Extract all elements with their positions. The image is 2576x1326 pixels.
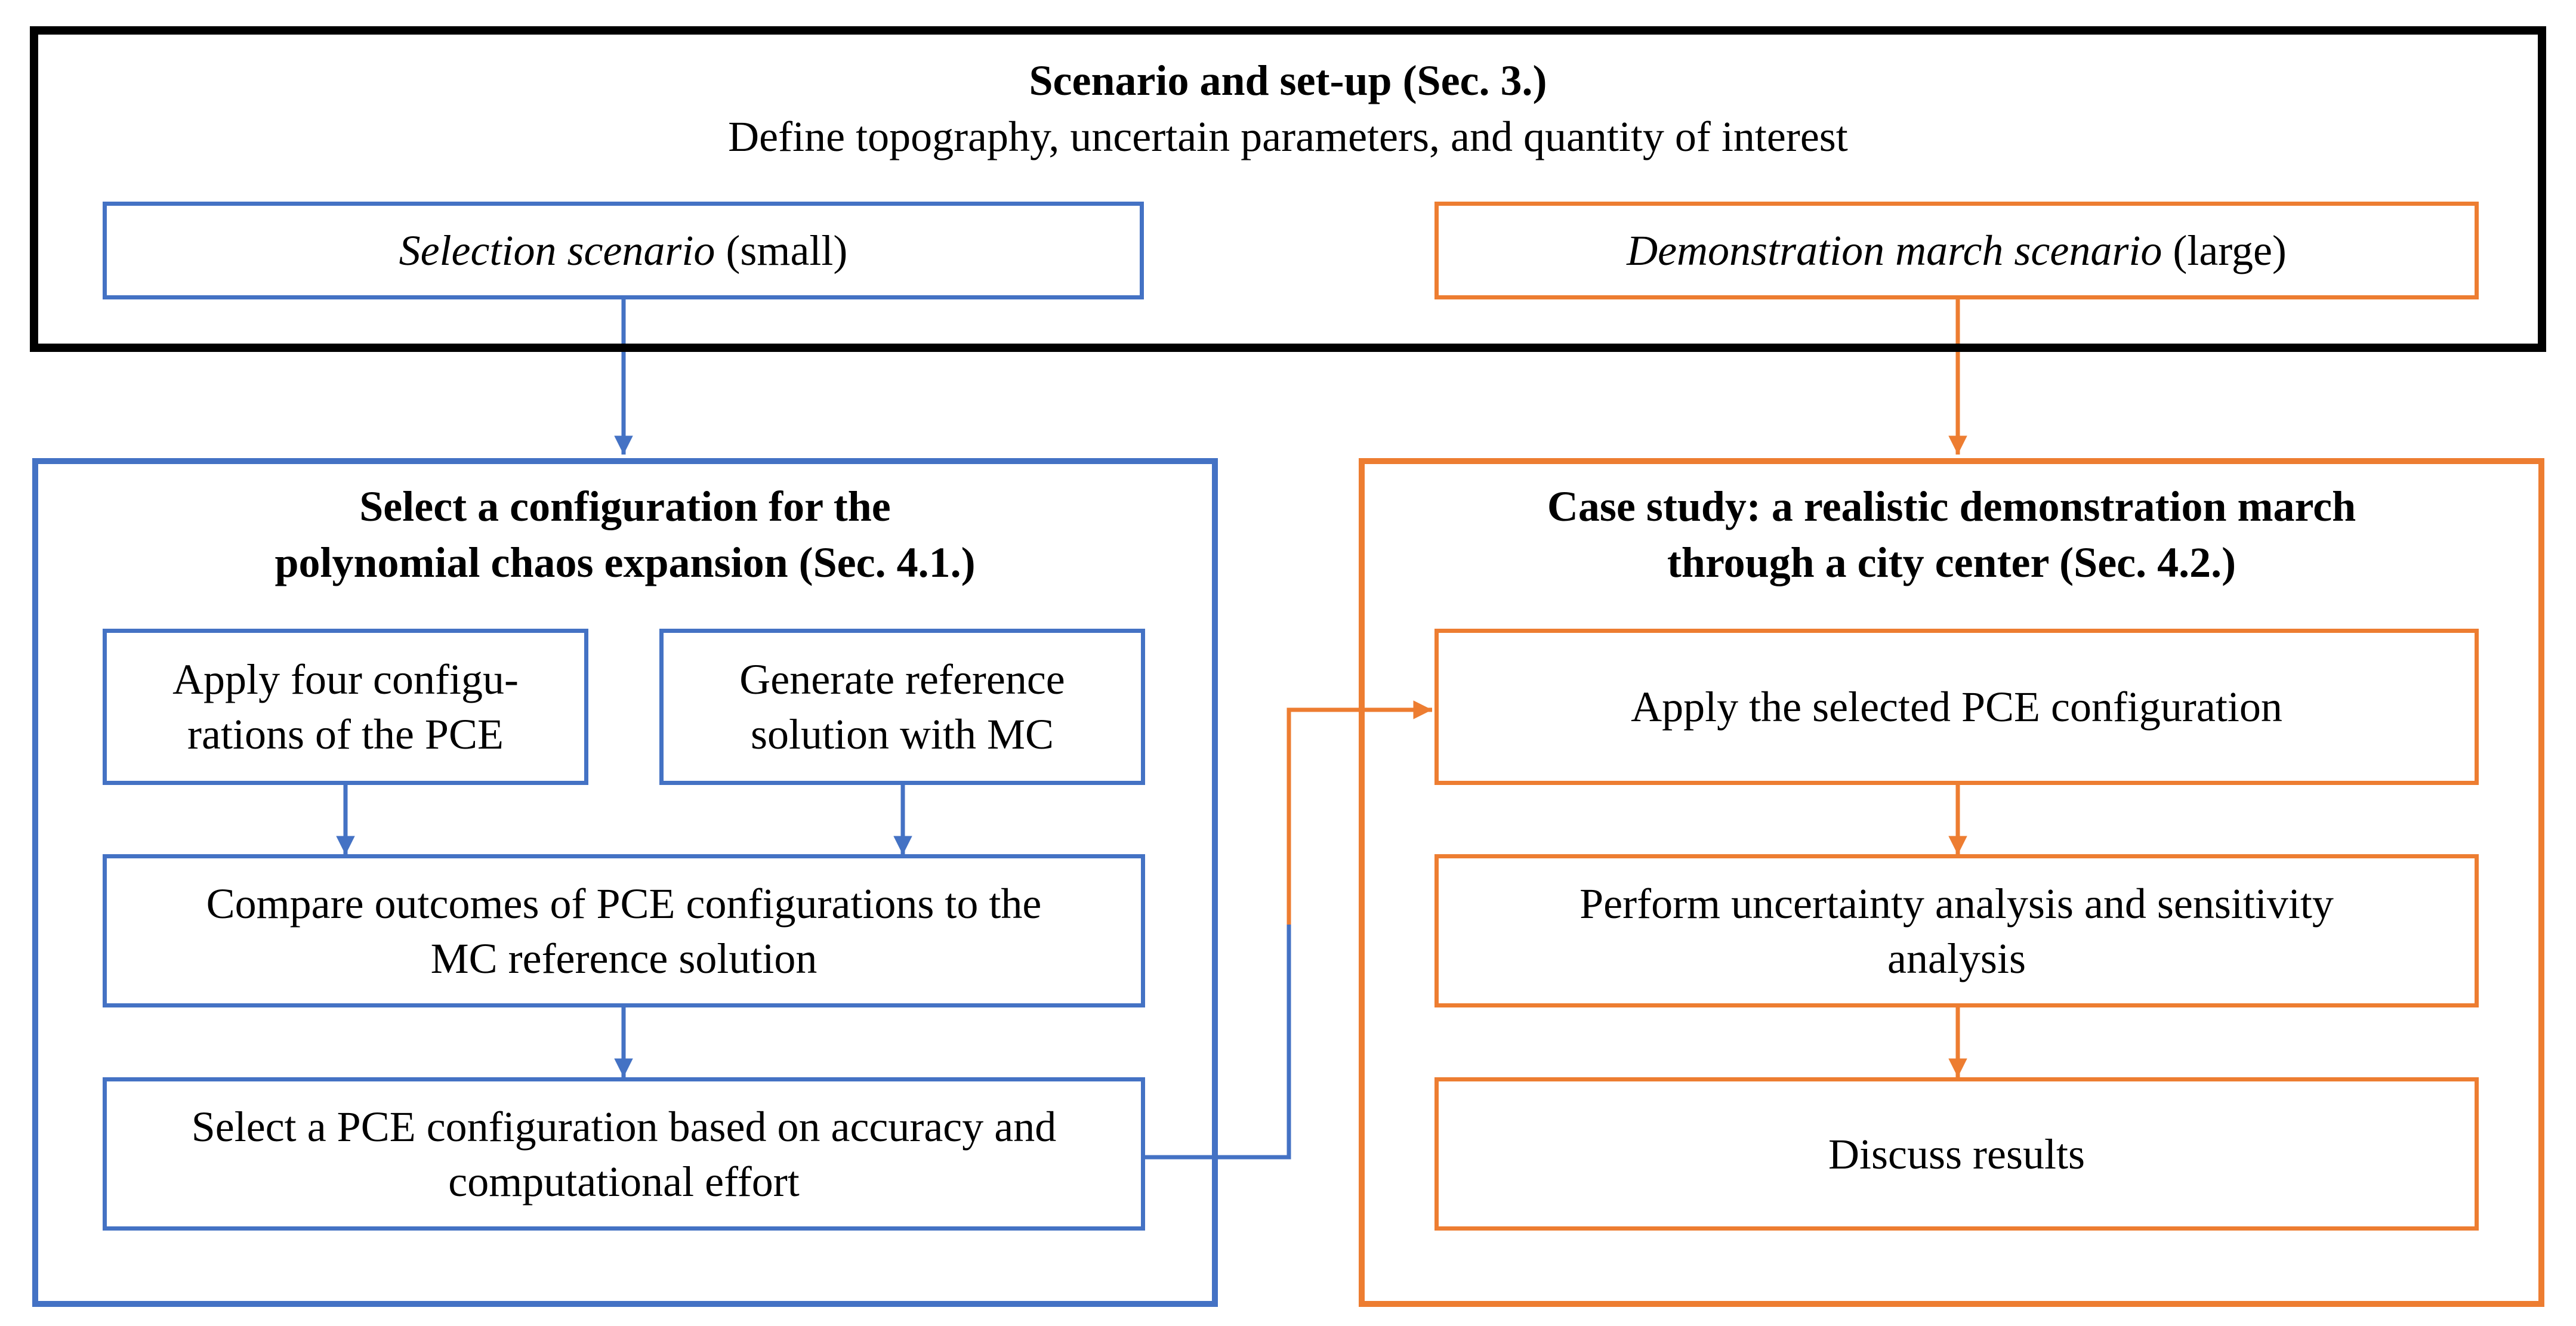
config-panel-title-line1: Select a configuration for the: [359, 483, 891, 530]
demo-scenario-size: (large): [2162, 227, 2287, 274]
setup-subtitle: Define topography, uncertain parameters,…: [728, 113, 1848, 160]
setup-title: Scenario and set-up (Sec. 3.): [1029, 57, 1547, 104]
case-study-panel: [1359, 458, 2544, 1307]
uncertainty-analysis-box: Perform uncertainty analysis and sensiti…: [1434, 854, 2479, 1007]
compare-line1: Compare outcomes of PCE configurations t…: [206, 879, 1042, 928]
config-selection-panel: [32, 458, 1218, 1307]
apply-four-line2: rations of the PCE: [187, 710, 504, 758]
setup-frame: [30, 26, 2546, 352]
apply-four-line1: Apply four configu-: [172, 656, 519, 703]
demo-scenario-box: Demonstration march scenario (large): [1434, 202, 2479, 299]
generate-line1: Generate reference: [739, 656, 1065, 703]
perform-line2: analysis: [1887, 934, 2026, 982]
perform-line1: Perform uncertainty analysis and sensiti…: [1579, 879, 2334, 928]
case-study-title-line2: through a city center (Sec. 4.2.): [1667, 539, 2236, 586]
compare-line2: MC reference solution: [430, 934, 817, 982]
generate-reference-box: Generate reference solution with MC: [659, 629, 1145, 785]
select-pce-line2: computational effort: [448, 1157, 800, 1206]
apply-four-configs-box: Apply four configu- rations of the PCE: [103, 629, 588, 785]
discuss-results-text: Discuss results: [1828, 1130, 2085, 1178]
compare-outcomes-box: Compare outcomes of PCE configurations t…: [103, 854, 1145, 1007]
selection-scenario-label: Selection scenario: [399, 227, 715, 274]
apply-selected-pce-box: Apply the selected PCE configuration: [1434, 629, 2479, 785]
demo-scenario-label: Demonstration march scenario: [1627, 227, 2162, 274]
case-study-title-line1: Case study: a realistic demonstration ma…: [1547, 483, 2356, 530]
arrow-select-to-apply-blue: [1143, 925, 1291, 1160]
arrow-select-to-apply-orange: [1287, 700, 1432, 925]
discuss-results-box: Discuss results: [1434, 1077, 2479, 1231]
select-pce-line1: Select a PCE configuration based on accu…: [191, 1102, 1057, 1151]
config-panel-title-line2: polynomial chaos expansion (Sec. 4.1.): [274, 539, 976, 586]
selection-scenario-size: (small): [715, 227, 848, 274]
selection-scenario-box: Selection scenario (small): [103, 202, 1144, 299]
select-pce-box: Select a PCE configuration based on accu…: [103, 1077, 1145, 1231]
generate-line2: solution with MC: [750, 710, 1054, 758]
apply-selected-pce-text: Apply the selected PCE configuration: [1631, 683, 2282, 731]
